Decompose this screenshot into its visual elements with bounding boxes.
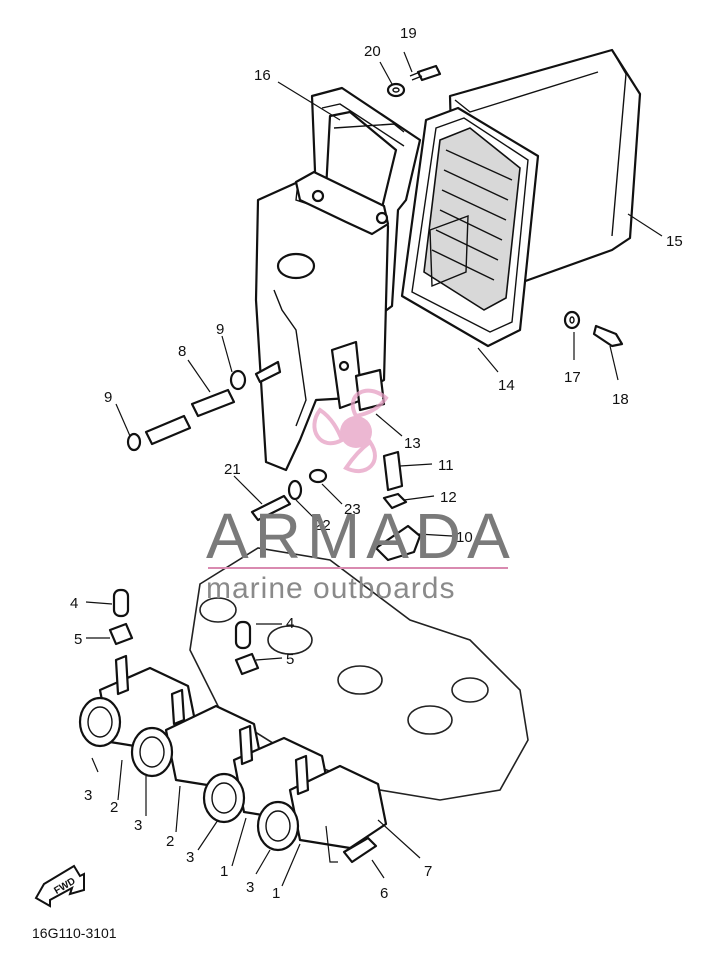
air-box xyxy=(254,170,390,472)
part-label-18: 18 xyxy=(612,391,629,408)
part-label-15: 15 xyxy=(666,233,683,250)
washer-23 xyxy=(308,468,328,484)
washer-20 xyxy=(386,82,406,98)
carb-joint-4 xyxy=(256,754,388,852)
part-label-16: 16 xyxy=(254,67,271,84)
part-label-22: 22 xyxy=(314,517,331,534)
part-label-3: 3 xyxy=(84,787,92,804)
intake-cap-5a xyxy=(108,622,134,646)
part-label-17: 17 xyxy=(564,369,581,386)
part-label-5: 5 xyxy=(286,651,294,668)
bolt-18 xyxy=(592,324,624,348)
washer-22 xyxy=(287,479,303,501)
nut-12 xyxy=(382,492,408,510)
part-label-10: 10 xyxy=(456,529,473,546)
part-label-1: 1 xyxy=(272,885,280,902)
washer-17 xyxy=(563,310,581,330)
air-filter-element-frame xyxy=(400,106,540,348)
part-label-9: 9 xyxy=(104,389,112,406)
part-label-2: 2 xyxy=(166,833,174,850)
part-label-8: 8 xyxy=(178,343,186,360)
part-label-23: 23 xyxy=(344,501,361,518)
intake-cap-4a xyxy=(112,588,130,618)
part-label-13: 13 xyxy=(404,435,421,452)
part-label-20: 20 xyxy=(364,43,381,60)
part-label-3: 3 xyxy=(134,817,142,834)
part-labels: 1 1 2 2 3 3 3 3 4 4 5 5 6 7 8 9 9 10 11 … xyxy=(70,25,683,902)
part-label-1: 1 xyxy=(220,863,228,880)
leader-lines xyxy=(85,51,663,887)
watermark-tagline: marine outboards xyxy=(206,572,455,605)
carb-joint-2 xyxy=(130,688,264,790)
propeller-logo-icon xyxy=(312,388,389,474)
part-label-5: 5 xyxy=(74,631,82,648)
intake-cap-5b xyxy=(234,652,260,676)
pipe-8 xyxy=(144,388,236,446)
part-label-11: 11 xyxy=(438,457,454,474)
part-label-14: 14 xyxy=(498,377,515,394)
part-label-19: 19 xyxy=(400,25,417,42)
part-label-21: 21 xyxy=(224,461,241,478)
bolt-21 xyxy=(250,494,292,522)
forward-arrow-icon xyxy=(34,864,85,908)
forward-arrow: FWD xyxy=(34,864,85,908)
breather-10 xyxy=(374,524,422,562)
part-label-9: 9 xyxy=(216,321,224,338)
part-label-7: 7 xyxy=(424,863,432,880)
intake-cap-4b xyxy=(234,620,252,650)
bolt-11 xyxy=(382,450,404,492)
brand-watermark: ARMADA marine outboards xyxy=(206,388,516,605)
bolt-19 xyxy=(409,64,442,82)
part-label-4: 4 xyxy=(70,595,78,612)
clip-9 xyxy=(126,369,247,452)
bolt-6 xyxy=(342,836,378,864)
part-label-2: 2 xyxy=(110,799,118,816)
part-label-3: 3 xyxy=(186,849,194,866)
part-label-4: 4 xyxy=(286,615,294,632)
diagram-code: 16G110-3101 xyxy=(32,925,117,941)
watermark-brand: ARMADA xyxy=(206,500,516,572)
part-label-12: 12 xyxy=(440,489,457,506)
engine-block-outline xyxy=(189,547,529,801)
part-label-3: 3 xyxy=(246,879,254,896)
part-label-6: 6 xyxy=(380,885,388,902)
